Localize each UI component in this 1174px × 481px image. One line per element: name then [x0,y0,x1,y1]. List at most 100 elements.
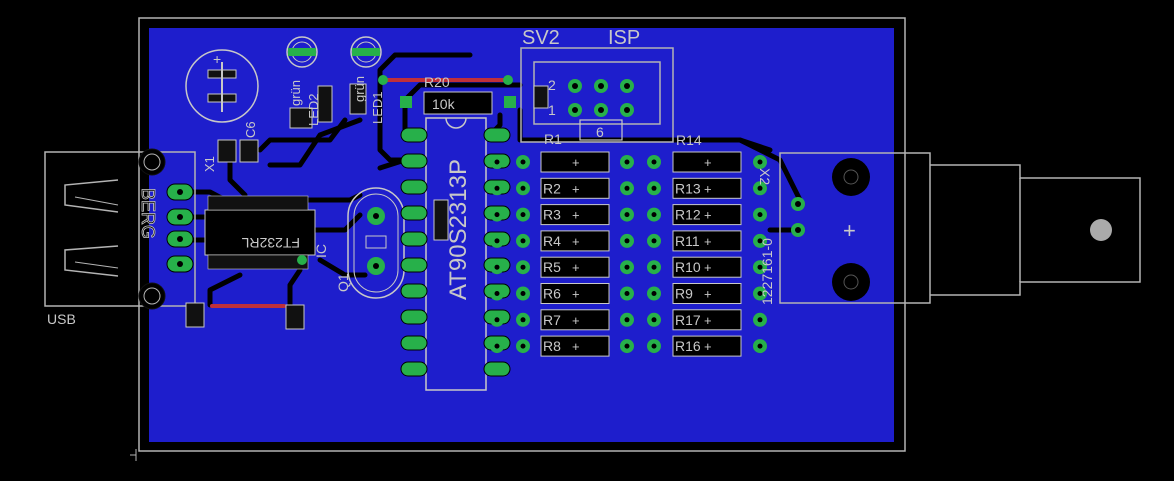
resistor-body-right [672,335,742,357]
mcu-chip [425,117,487,391]
resistor-plus-mark: + [704,181,712,196]
resistor-pad-hole [520,343,526,349]
x2-pad-holes [795,201,801,233]
r20-label: R20 [424,74,450,90]
resistor-pad-hole [624,212,630,218]
resistor-pad-hole [757,291,763,296]
resistor-plus-mark: + [704,313,712,328]
isp-label: ISP [608,27,640,49]
resistor-plus-mark: + [572,181,580,196]
resistor-pad-hole [651,317,657,323]
q1-label: Q1 [335,273,351,292]
resistor-pad-hole [494,264,500,270]
resistor-plus-mark: + [572,313,580,328]
usb-label: USB [47,311,76,327]
resistor-label-right: R16 [675,338,701,354]
resistor-label-right: R10 [675,259,701,275]
wire-layer [210,78,510,308]
pin-1-label: 1 [548,102,556,118]
resistor-label-left: R2 [543,180,561,196]
resistor-pad-hole [520,264,526,270]
resistor-pad-hole [651,159,657,165]
led1-color: grün [352,76,367,102]
resistor-pad-hole [651,343,657,349]
mcu-smd-cap [433,199,449,241]
resistor-pad-hole [520,291,526,296]
r1-label: R1 [544,131,562,147]
resistor-body-right [672,204,742,226]
resistor-pad-hole [624,185,630,191]
resistor-body-right [672,151,742,173]
resistor-body-left [540,256,610,278]
resistor-plus-mark: + [572,339,580,354]
resistor-pad-hole [494,238,500,244]
resistor-body-left [540,335,610,357]
resistor-pad-hole [624,317,630,323]
resistor-pad-hole [520,185,526,191]
isp-pad-holes [572,83,630,113]
resistor-pad-hole [494,317,500,323]
resistor-plus-mark: + [704,260,712,275]
resistor-pad-hole [494,212,500,218]
ic-label: IC [313,244,329,258]
r14-label: R14 [676,132,702,148]
resistor-plus-mark: + [704,208,712,223]
resistor-body-left [540,309,610,331]
resistor-plus-mark: + [572,208,580,223]
resistor-plus-mark: + [704,339,712,354]
resistor-body-left [540,283,610,304]
resistor-pad-hole [494,291,500,296]
resistor-r20 [378,75,516,115]
led-2 [286,36,333,129]
electrolytic-capacitor [185,49,259,123]
usb-mount-holes [138,148,166,310]
resistor-pad-hole [651,238,657,244]
resistor-body-left [540,230,610,252]
resistor-label-left: R4 [543,233,561,249]
resistor-pad-hole [494,185,500,191]
sv2-label: SV2 [522,27,560,49]
pin-6-label: 6 [596,124,604,140]
resistor-plus-mark: + [572,287,580,302]
resistor-pad-hole [757,212,763,218]
resistor-body-left [540,151,610,173]
resistor-body-right [672,177,742,199]
resistor-pad-hole [757,238,763,244]
x2-connector [779,152,1141,304]
resistor-pad-hole [624,264,630,270]
resistor-label-left: R6 [543,286,561,302]
resistor-pad-hole [624,343,630,349]
resistor-label-left: R8 [543,338,561,354]
led-1 [349,36,382,115]
resistor-pad-hole [624,238,630,244]
mcu-label: AT90S2313P [445,159,472,300]
resistor-label-right: R11 [675,233,700,249]
resistor-plus-mark: + [572,260,580,275]
resistor-body-right [672,230,742,252]
x2-mount-holes [832,158,1112,301]
isp-header [520,47,674,143]
resistor-body-right [672,256,742,278]
x2-plus: + [843,218,856,243]
resistor-label-left: R3 [543,207,561,223]
resistor-pad-hole [651,291,657,296]
resistor-plus-mark: + [704,287,712,302]
smd-caps [185,139,305,330]
resistor-label-left: R5 [543,259,561,275]
led2-color: grün [288,80,303,106]
resistor-body-right [672,283,742,304]
resistor-plus-mark: + [704,155,712,170]
resistor-label-left: R7 [543,312,561,328]
corner-marker [130,449,137,461]
led1-label: LED1 [370,91,385,124]
resistor-pad-hole [757,317,763,323]
resistor-label-right: R13 [675,180,701,196]
resistor-body-left [540,204,610,226]
resistor-pad-hole [520,159,526,165]
resistor-label-right: R17 [675,312,701,328]
resistor-body-left [540,177,610,199]
resistor-pad-hole [624,291,630,296]
plus-mark: + [213,51,221,67]
